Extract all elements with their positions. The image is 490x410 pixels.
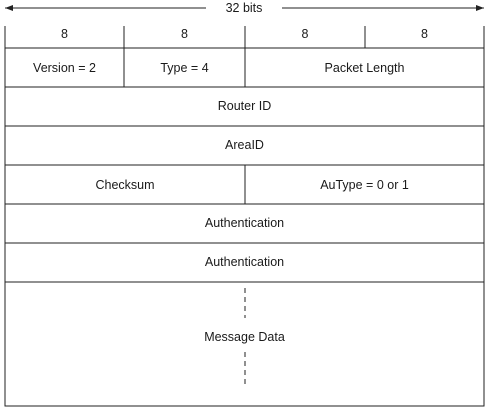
- autype-field: AuType = 0 or 1: [320, 178, 409, 192]
- authentication-field: Authentication: [204, 216, 285, 230]
- message-data-field: Message Data: [204, 330, 285, 344]
- byte-label: 8: [181, 27, 188, 41]
- router-id-field: Router ID: [217, 99, 272, 113]
- area-id-field: AreaID: [225, 138, 264, 152]
- authentication-field: Authentication: [204, 255, 285, 269]
- byte-label: 8: [421, 27, 428, 41]
- type-field: Type = 4: [160, 61, 209, 75]
- packet-table: [4, 47, 485, 407]
- packet-length-field: Packet Length: [324, 61, 405, 75]
- version-field: Version = 2: [33, 61, 96, 75]
- bit-width-arrow: [5, 5, 484, 11]
- bit-width-label: 32 bits: [225, 1, 263, 15]
- byte-label: 8: [301, 27, 309, 41]
- byte-label: 8: [61, 27, 68, 41]
- checksum-field: Checksum: [95, 178, 155, 192]
- byte-label-row: [4, 26, 485, 48]
